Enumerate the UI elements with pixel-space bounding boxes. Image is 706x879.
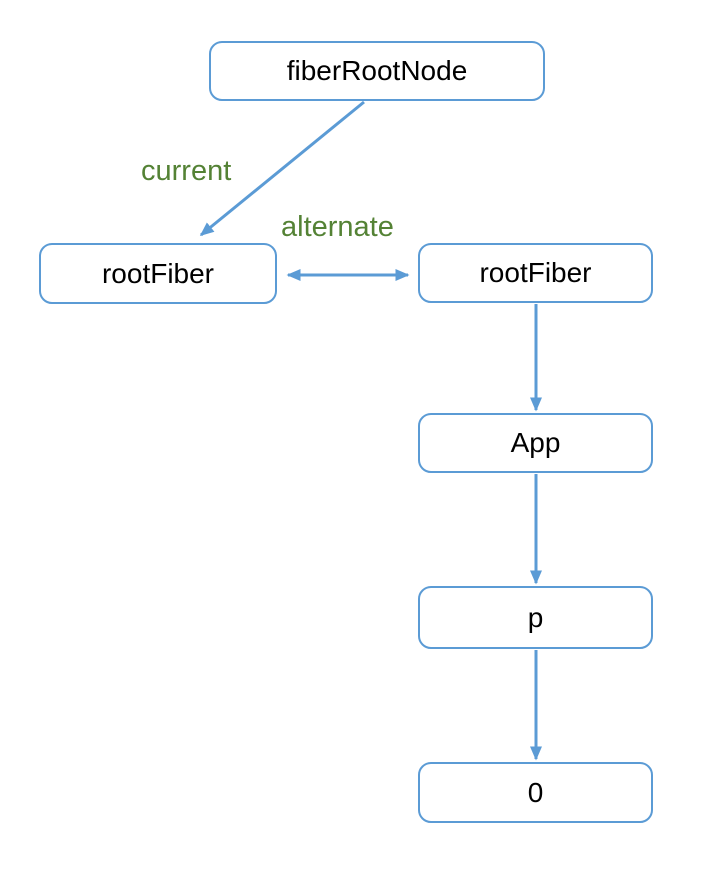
edge-label-alternate: alternate bbox=[281, 211, 394, 243]
node-app: App bbox=[418, 413, 653, 473]
node-fiber-root-node: fiberRootNode bbox=[209, 41, 545, 101]
node-p: p bbox=[418, 586, 653, 649]
edge-label-current: current bbox=[141, 155, 232, 187]
node-zero: 0 bbox=[418, 762, 653, 823]
node-root-fiber-alternate: rootFiber bbox=[418, 243, 653, 303]
node-root-fiber-current: rootFiber bbox=[39, 243, 277, 304]
edge-current-arrow bbox=[199, 100, 365, 237]
